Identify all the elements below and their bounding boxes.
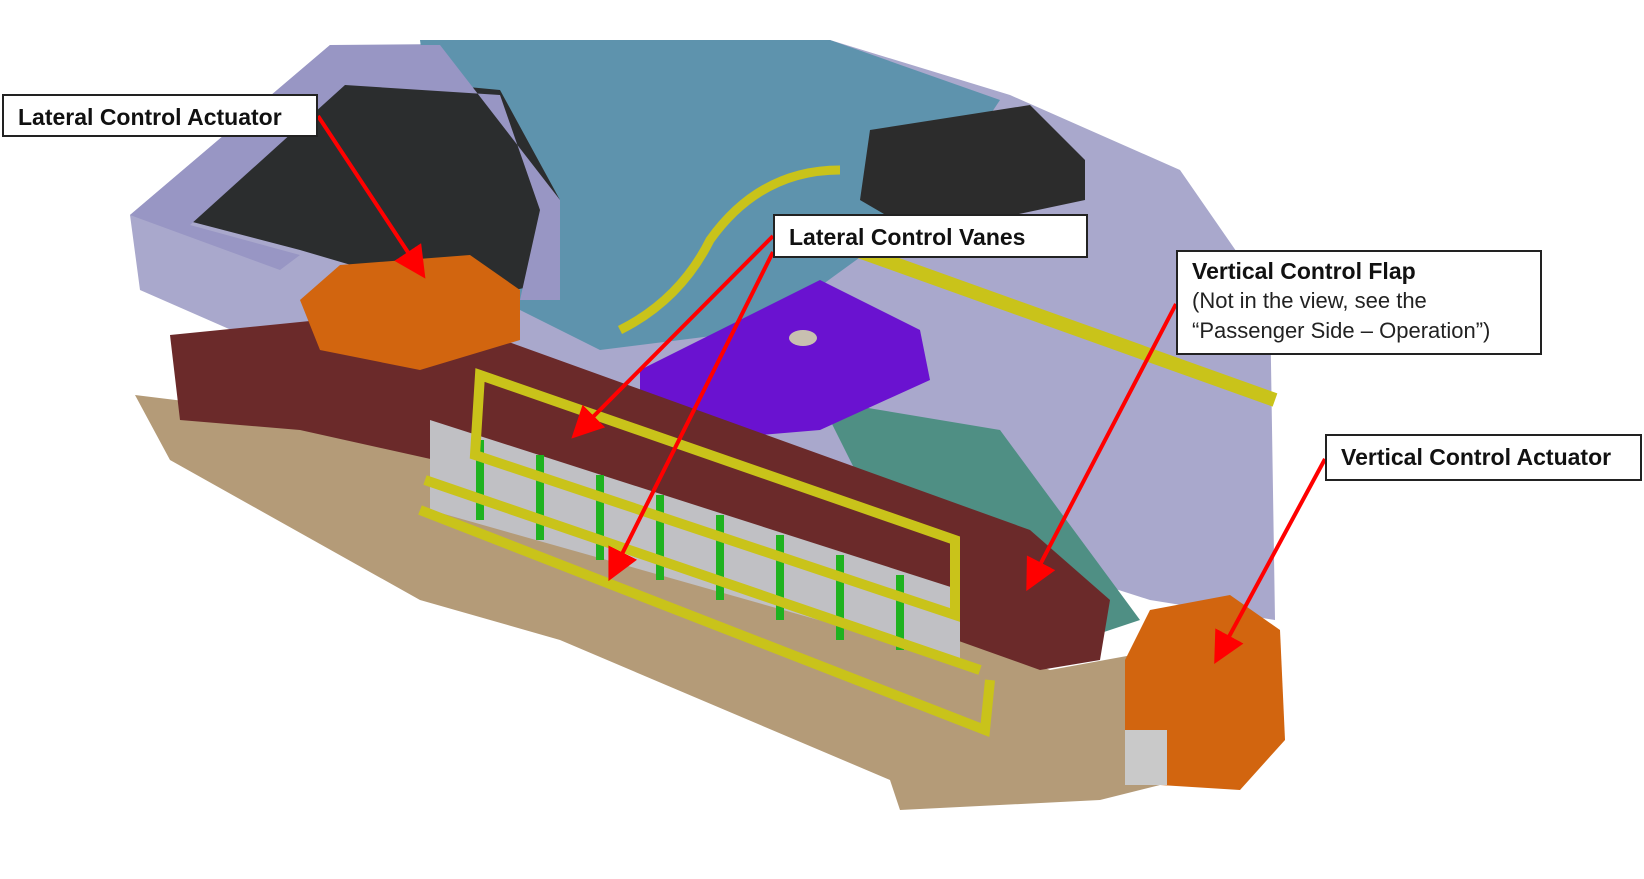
callout-lateral-control-vanes: Lateral Control Vanes [773, 214, 1088, 258]
black-actuator [860, 105, 1085, 235]
arrow-vertical-flap [1026, 303, 1178, 592]
coolant-pipe [797, 223, 1278, 407]
arrow-lateral-vanes-1 [571, 234, 775, 439]
purple-bracket-hole [789, 330, 817, 346]
housing-rim [130, 45, 560, 300]
callout-title: Lateral Control Actuator [18, 104, 282, 130]
callout-vertical-control-actuator: Vertical Control Actuator [1325, 434, 1642, 481]
connector [1125, 730, 1167, 785]
coolant-hose [617, 165, 841, 335]
housing-opening [185, 75, 560, 300]
arrow-lateral-vanes-2 [608, 251, 775, 582]
housing-inner-blue [420, 40, 1000, 350]
arrow-lateral-actuator [316, 114, 426, 279]
callout-vertical-control-flap: Vertical Control Flap (Not in the view, … [1176, 250, 1542, 355]
callout-lateral-control-actuator: Lateral Control Actuator [2, 94, 318, 137]
callout-title: Lateral Control Vanes [789, 224, 1026, 250]
callout-note-line2: “Passenger Side – Operation”) [1192, 318, 1491, 343]
lateral-actuator-body [300, 255, 520, 370]
callout-arrows [316, 114, 1327, 665]
purple-bracket [640, 280, 930, 440]
yellow-bezel-frames [418, 368, 995, 738]
arrow-vertical-actuator [1214, 458, 1327, 665]
callout-title: Vertical Control Actuator [1341, 444, 1612, 470]
callout-title: Vertical Control Flap [1192, 258, 1416, 284]
callout-note-line1: (Not in the view, see the [1192, 288, 1427, 313]
